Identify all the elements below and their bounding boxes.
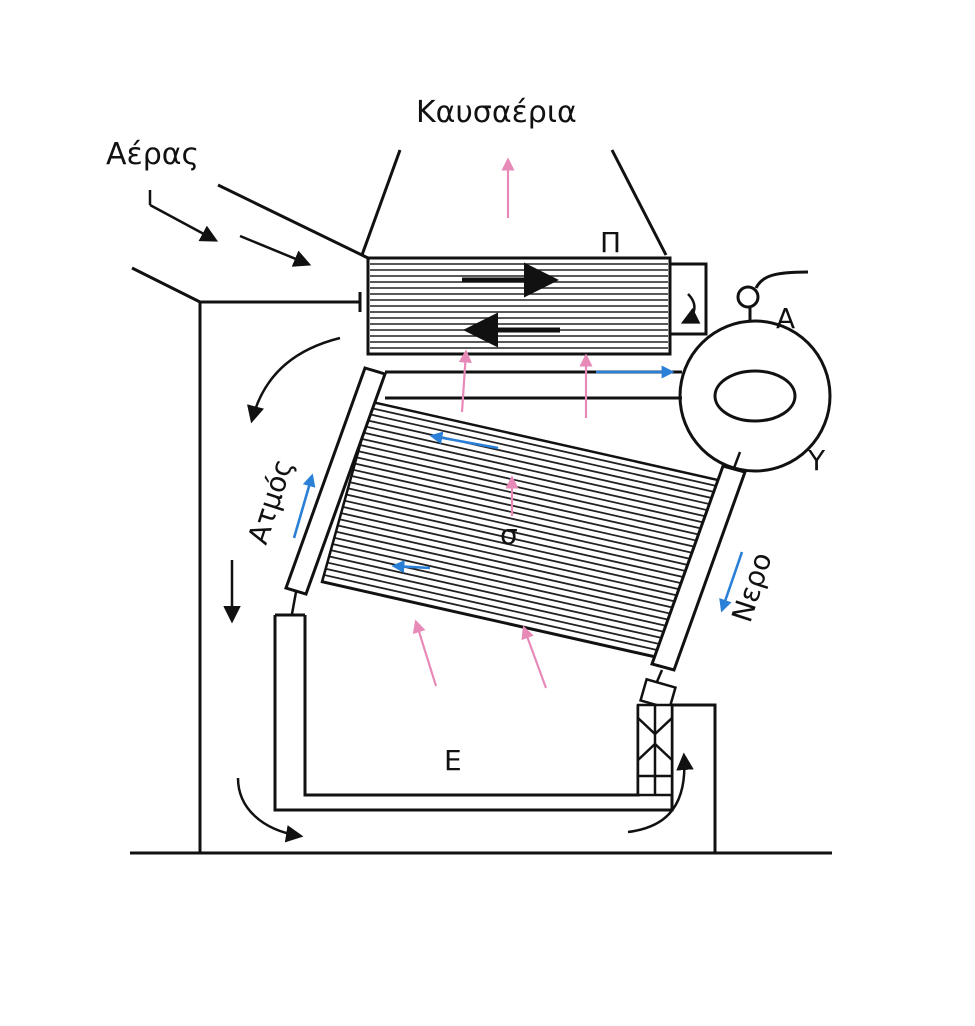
connecting-pipes xyxy=(385,370,682,400)
mud-drum xyxy=(273,613,674,812)
valve-assembly xyxy=(636,703,674,797)
steam-drum xyxy=(678,270,832,473)
fitting-a-label: Α xyxy=(776,302,795,335)
drum-label: Υ xyxy=(807,444,826,477)
air-duct-line xyxy=(217,183,369,260)
water-steam-flow-arrows xyxy=(292,365,744,613)
preheater-label: Π xyxy=(600,226,621,259)
flue-hood xyxy=(360,149,668,256)
air-preheater xyxy=(366,256,708,356)
air-label: Αέρας xyxy=(106,137,199,172)
water-label: Νερο xyxy=(725,548,778,626)
boiler-housing xyxy=(131,266,717,853)
hot-gas-arrows xyxy=(412,157,593,689)
left-header xyxy=(284,366,387,615)
steam-label: Ατμός xyxy=(241,455,299,548)
circulation-arrows xyxy=(148,190,694,843)
tube-bank-label: σ xyxy=(500,518,518,551)
right-header xyxy=(639,451,747,711)
furnace-label: Ε xyxy=(444,744,462,777)
flue-gas-label: Καυσαέρια xyxy=(416,95,577,130)
